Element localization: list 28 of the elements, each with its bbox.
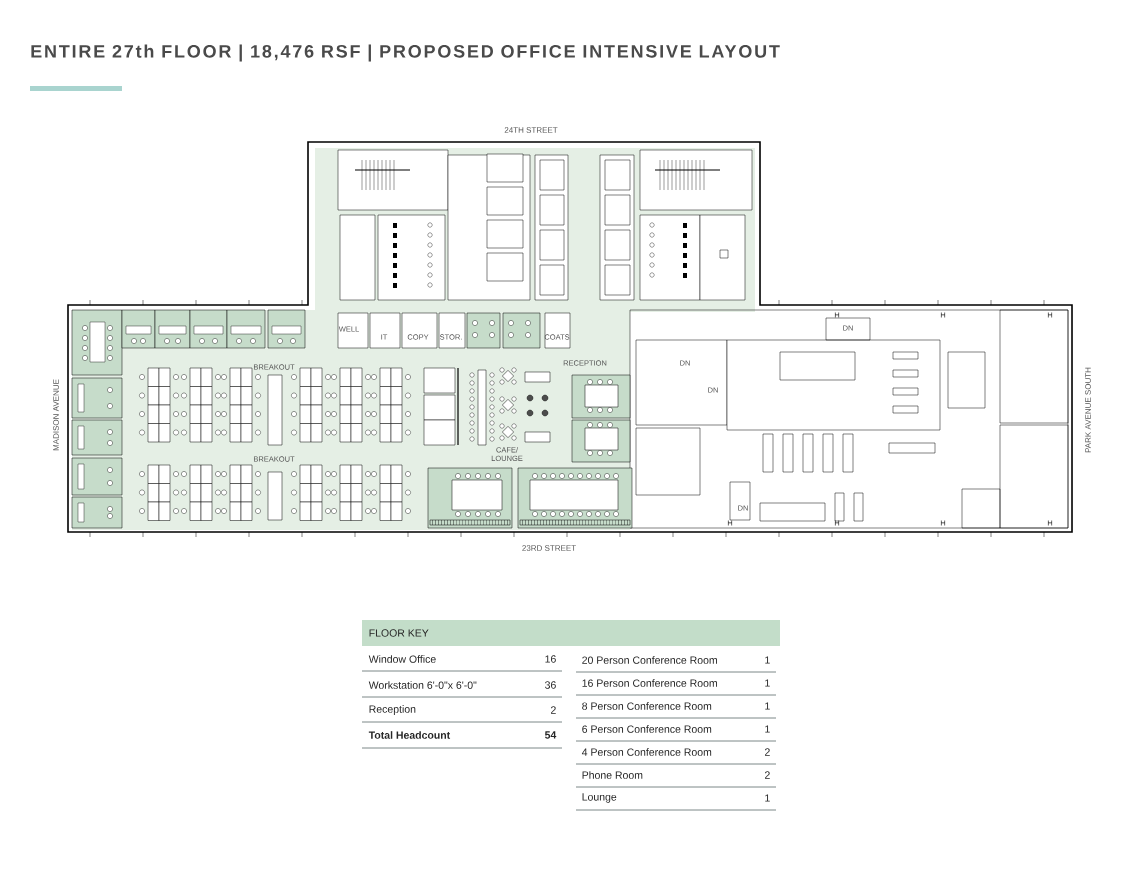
table-cell: Workstation 6'-0"x 6'-0" [368,681,477,689]
table-cell: Lounge [582,793,617,803]
table-cell: 6 Person Conference Room [582,725,712,733]
table-cell: Reception [369,705,416,715]
table-cell: 36 [545,681,556,689]
table-header: FLOOR KEY [362,620,780,646]
table-cell: 20 Person Conference Room [582,656,717,664]
table-cell: Window Office [368,655,436,663]
table-cell: 4 Person Conference Room [581,748,712,756]
street-label: MADISON AVENUE [53,379,59,451]
table-cell: Phone Room [582,771,643,779]
table-cell: 1 [765,656,770,664]
street-label: PARK AVENUE SOUTH [1085,367,1091,453]
street-label: 23RD STREET [522,545,576,551]
title: ENTIRE 27th FLOOR | 18,476 RSF | PROPOSED OFFICE INTENSIVE LAYOUT [31,44,780,62]
table-cell: 16 [545,655,556,663]
table-cell: 1 [765,725,770,733]
street-label: 24TH STREET [504,127,558,133]
table-cell: 2 [551,706,556,714]
table-cell: Total Headcount [368,731,451,739]
table-cell: 2 [765,771,770,779]
table-cell: 16 Person Conference Room [582,679,717,687]
table-cell: 54 [544,731,557,739]
table-cell: 1 [765,794,770,802]
table-cell: 8 Person Conference Room [582,702,712,710]
table-cell: 1 [765,679,770,687]
table-cell: 1 [765,702,770,710]
table-cell: 2 [765,748,770,756]
